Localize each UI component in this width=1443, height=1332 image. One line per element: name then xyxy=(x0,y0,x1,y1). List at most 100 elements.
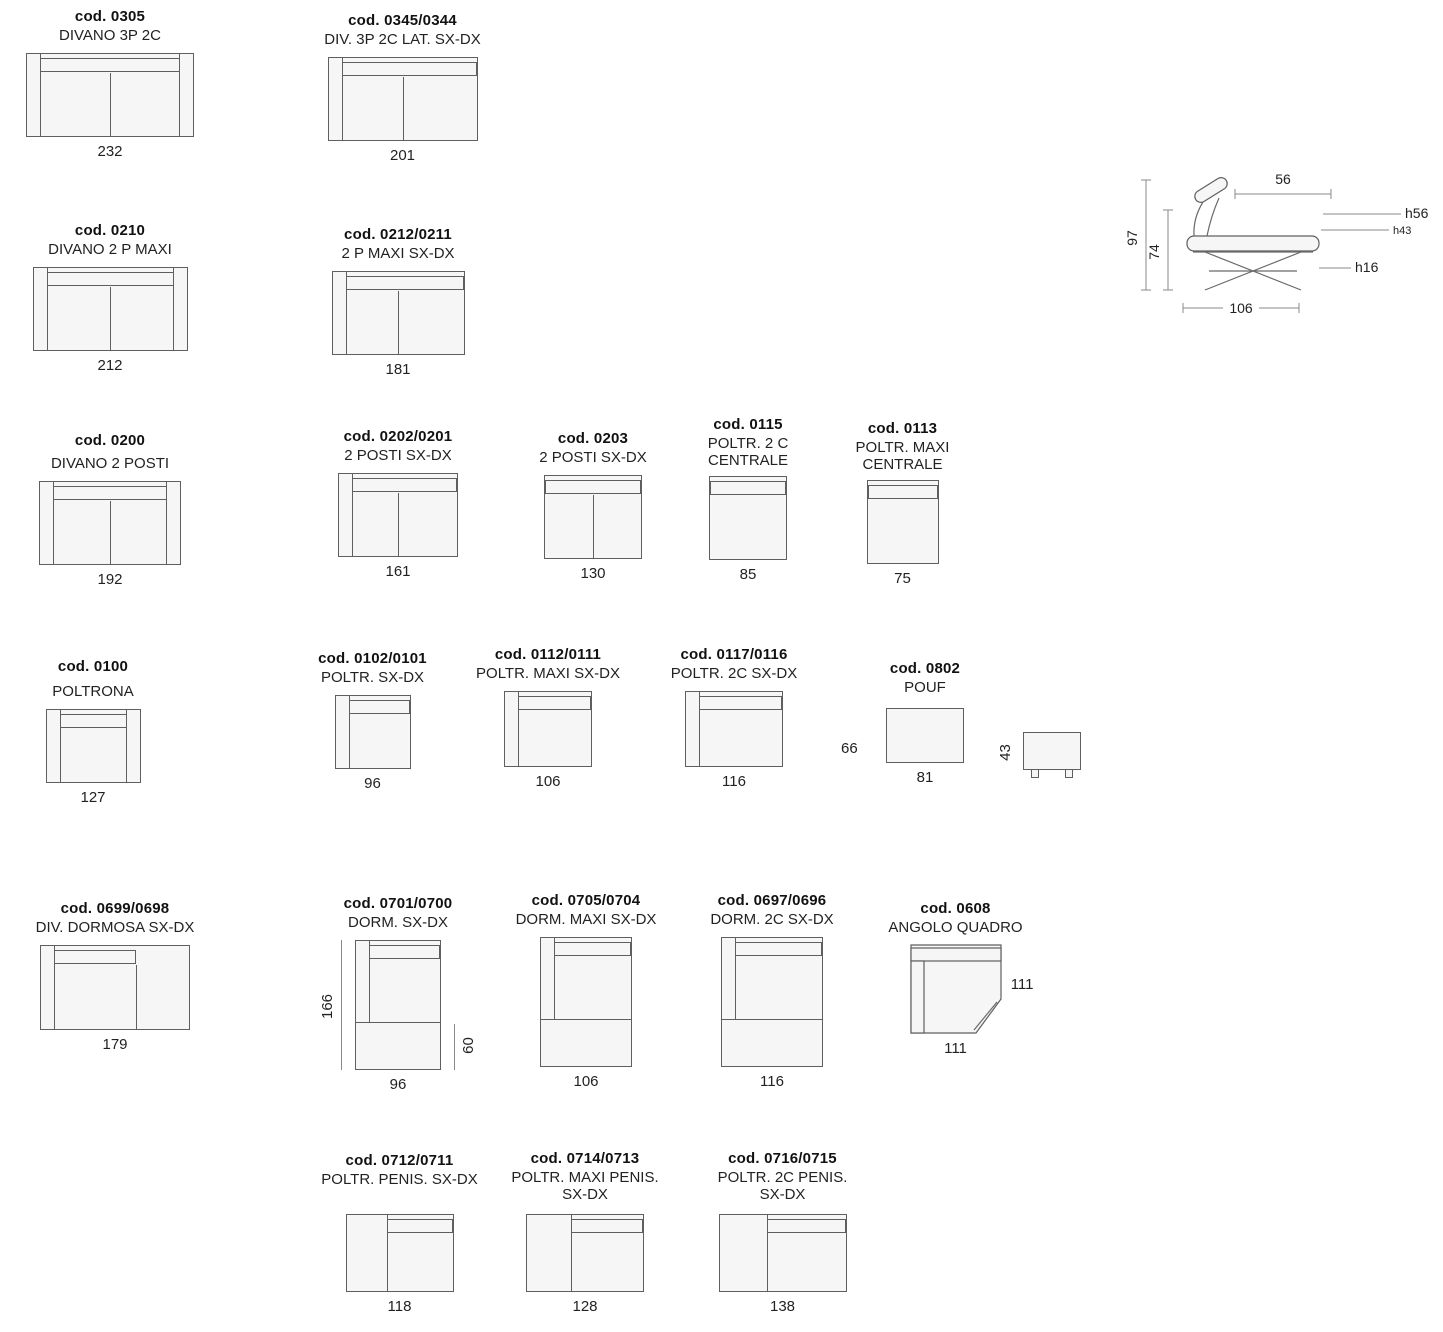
module-name: 2 POSTI SX-DX xyxy=(539,449,647,466)
top-view-drawing xyxy=(327,57,478,142)
dimension-line-extension xyxy=(454,1024,455,1071)
backrest xyxy=(352,478,457,493)
module-code: cod. 0210 xyxy=(74,222,146,239)
armrest-left xyxy=(356,941,370,1024)
module-code: cod. 0705/0704 xyxy=(531,892,641,909)
module-code: cod. 0305 xyxy=(74,8,146,25)
module-code: cod. 0100 xyxy=(57,658,129,675)
module-card-0701: cod. 0701/0700 DORM. SX-DX 166 60 96 xyxy=(319,895,477,1093)
module-name: POLTR. 2C SX-DX xyxy=(670,665,798,682)
module-name: DORM. SX-DX xyxy=(347,914,448,931)
backrest xyxy=(766,1218,846,1233)
module-card-0699: cod. 0699/0698 DIV. DORMOSA SX-DX 179 xyxy=(15,900,215,1053)
backrest xyxy=(59,714,127,729)
backrest xyxy=(710,480,786,495)
top-view-drawing xyxy=(334,695,411,770)
width-dimension: 128 xyxy=(572,1297,598,1315)
h-seat-label: h43 xyxy=(1393,225,1411,237)
width-dimension: 106 xyxy=(535,773,561,791)
top-view-drawing xyxy=(866,479,939,564)
module-name: POLTR. MAXI PENIS. SX-DX xyxy=(511,1169,659,1204)
module-card-0112: cod. 0112/0111 POLTR. MAXI SX-DX 106 xyxy=(462,646,634,790)
width-dimension: 232 xyxy=(97,143,123,161)
top-view-drawing xyxy=(685,691,783,768)
extension-dimension: 60 xyxy=(460,1037,478,1055)
armrest-right xyxy=(125,710,140,783)
module-code: cod. 0701/0700 xyxy=(343,895,453,912)
extension-divider xyxy=(356,1022,440,1024)
module-code: cod. 0697/0696 xyxy=(717,892,827,909)
side-elevation-drawing: 56 97 74 h56 xyxy=(1124,171,1429,316)
armrest-left xyxy=(41,946,55,1030)
pouf-top-view-drawing xyxy=(886,708,964,764)
backrest xyxy=(53,486,167,501)
pouf-side-view-drawing xyxy=(1023,732,1081,778)
dormeuse-drawing-group: 166 60 xyxy=(319,940,477,1071)
module-code: cod. 0712/0711 xyxy=(345,1152,454,1169)
module-name: POLTR. MAXI CENTRALE xyxy=(855,439,950,474)
module-card-0200: cod. 0200 DIVANO 2 POSTI 192 xyxy=(20,432,200,588)
module-card-0203: cod. 0203 2 POSTI SX-DX 130 xyxy=(518,430,668,582)
backrest xyxy=(345,276,464,291)
seat-divider xyxy=(110,501,111,565)
module-code: cod. 0112/0111 xyxy=(494,646,602,663)
peninsula-divider xyxy=(386,1215,388,1292)
module-card-0714: cod. 0714/0713 POLTR. MAXI PENIS. SX-DX … xyxy=(500,1150,670,1315)
width-dimension: 118 xyxy=(387,1298,412,1316)
backrest xyxy=(46,272,174,287)
pouf-height-dimension: 43 xyxy=(996,744,1014,761)
module-name: POLTRONA xyxy=(52,683,134,700)
backrest xyxy=(867,484,938,499)
module-name: DIV. DORMOSA SX-DX xyxy=(35,919,195,936)
armrest-left xyxy=(332,272,347,355)
backrest xyxy=(341,62,477,77)
corner-side-dimension: 111 xyxy=(1010,976,1034,994)
module-name: DORM. 2C SX-DX xyxy=(710,911,834,928)
module-card-0716: cod. 0716/0715 POLTR. 2C PENIS. SX-DX 13… xyxy=(695,1150,870,1315)
peninsula-divider xyxy=(571,1214,572,1291)
backrest xyxy=(735,942,822,957)
dim-inner-height: 74 xyxy=(1146,244,1162,260)
module-name: DIV. 3P 2C LAT. SX-DX xyxy=(324,31,481,48)
backrest xyxy=(545,480,641,495)
chaise-divider xyxy=(136,965,137,1030)
armrest-left xyxy=(686,692,700,767)
module-code: cod. 0345/0344 xyxy=(348,12,457,29)
module-code: cod. 0714/0713 xyxy=(530,1150,640,1167)
backrest xyxy=(518,696,591,711)
backrest xyxy=(348,700,410,715)
armrest-left xyxy=(40,482,54,565)
backrest xyxy=(386,1219,453,1234)
module-card-0102: cod. 0102/0101 POLTR. SX-DX 96 xyxy=(305,650,440,792)
seat-divider xyxy=(110,73,111,137)
armrest-left xyxy=(339,474,353,557)
module-card-0115: cod. 0115 POLTR. 2 C CENTRALE 85 xyxy=(688,416,808,583)
top-view-drawing xyxy=(331,271,465,356)
top-view-drawing xyxy=(345,1214,454,1293)
top-view-drawing xyxy=(526,1213,644,1292)
module-name: DIVANO 2 POSTI xyxy=(50,455,170,472)
module-name: DIVANO 3P 2C xyxy=(59,27,161,44)
top-view-drawing xyxy=(709,475,787,560)
module-code: cod. 0113 xyxy=(867,420,938,437)
armrest-right xyxy=(166,482,180,565)
armrest-left xyxy=(27,54,41,137)
h-back-label: h56 xyxy=(1405,205,1429,221)
backrest xyxy=(699,696,782,711)
dim-total-height: 97 xyxy=(1124,230,1140,246)
module-card-0305: cod. 0305 DIVANO 3P 2C 232 xyxy=(20,8,200,160)
armrest-left xyxy=(328,58,343,141)
corner-top-view-drawing xyxy=(909,944,1002,1034)
top-view-drawing xyxy=(338,473,458,558)
width-dimension: 106 xyxy=(573,1073,599,1091)
armrest-left xyxy=(505,692,519,767)
width-dimension: 192 xyxy=(97,571,123,589)
module-code: cod. 0200 xyxy=(74,432,146,449)
backrest xyxy=(369,945,440,960)
module-code: cod. 0716/0715 xyxy=(728,1150,837,1167)
top-view-drawing xyxy=(544,475,642,560)
module-card-0608: cod. 0608 ANGOLO QUADRO 111 111 xyxy=(878,900,1033,1057)
module-name: POLTR. 2 C CENTRALE xyxy=(707,435,789,470)
peninsula-divider xyxy=(766,1214,768,1291)
width-dimension: 181 xyxy=(385,361,411,379)
